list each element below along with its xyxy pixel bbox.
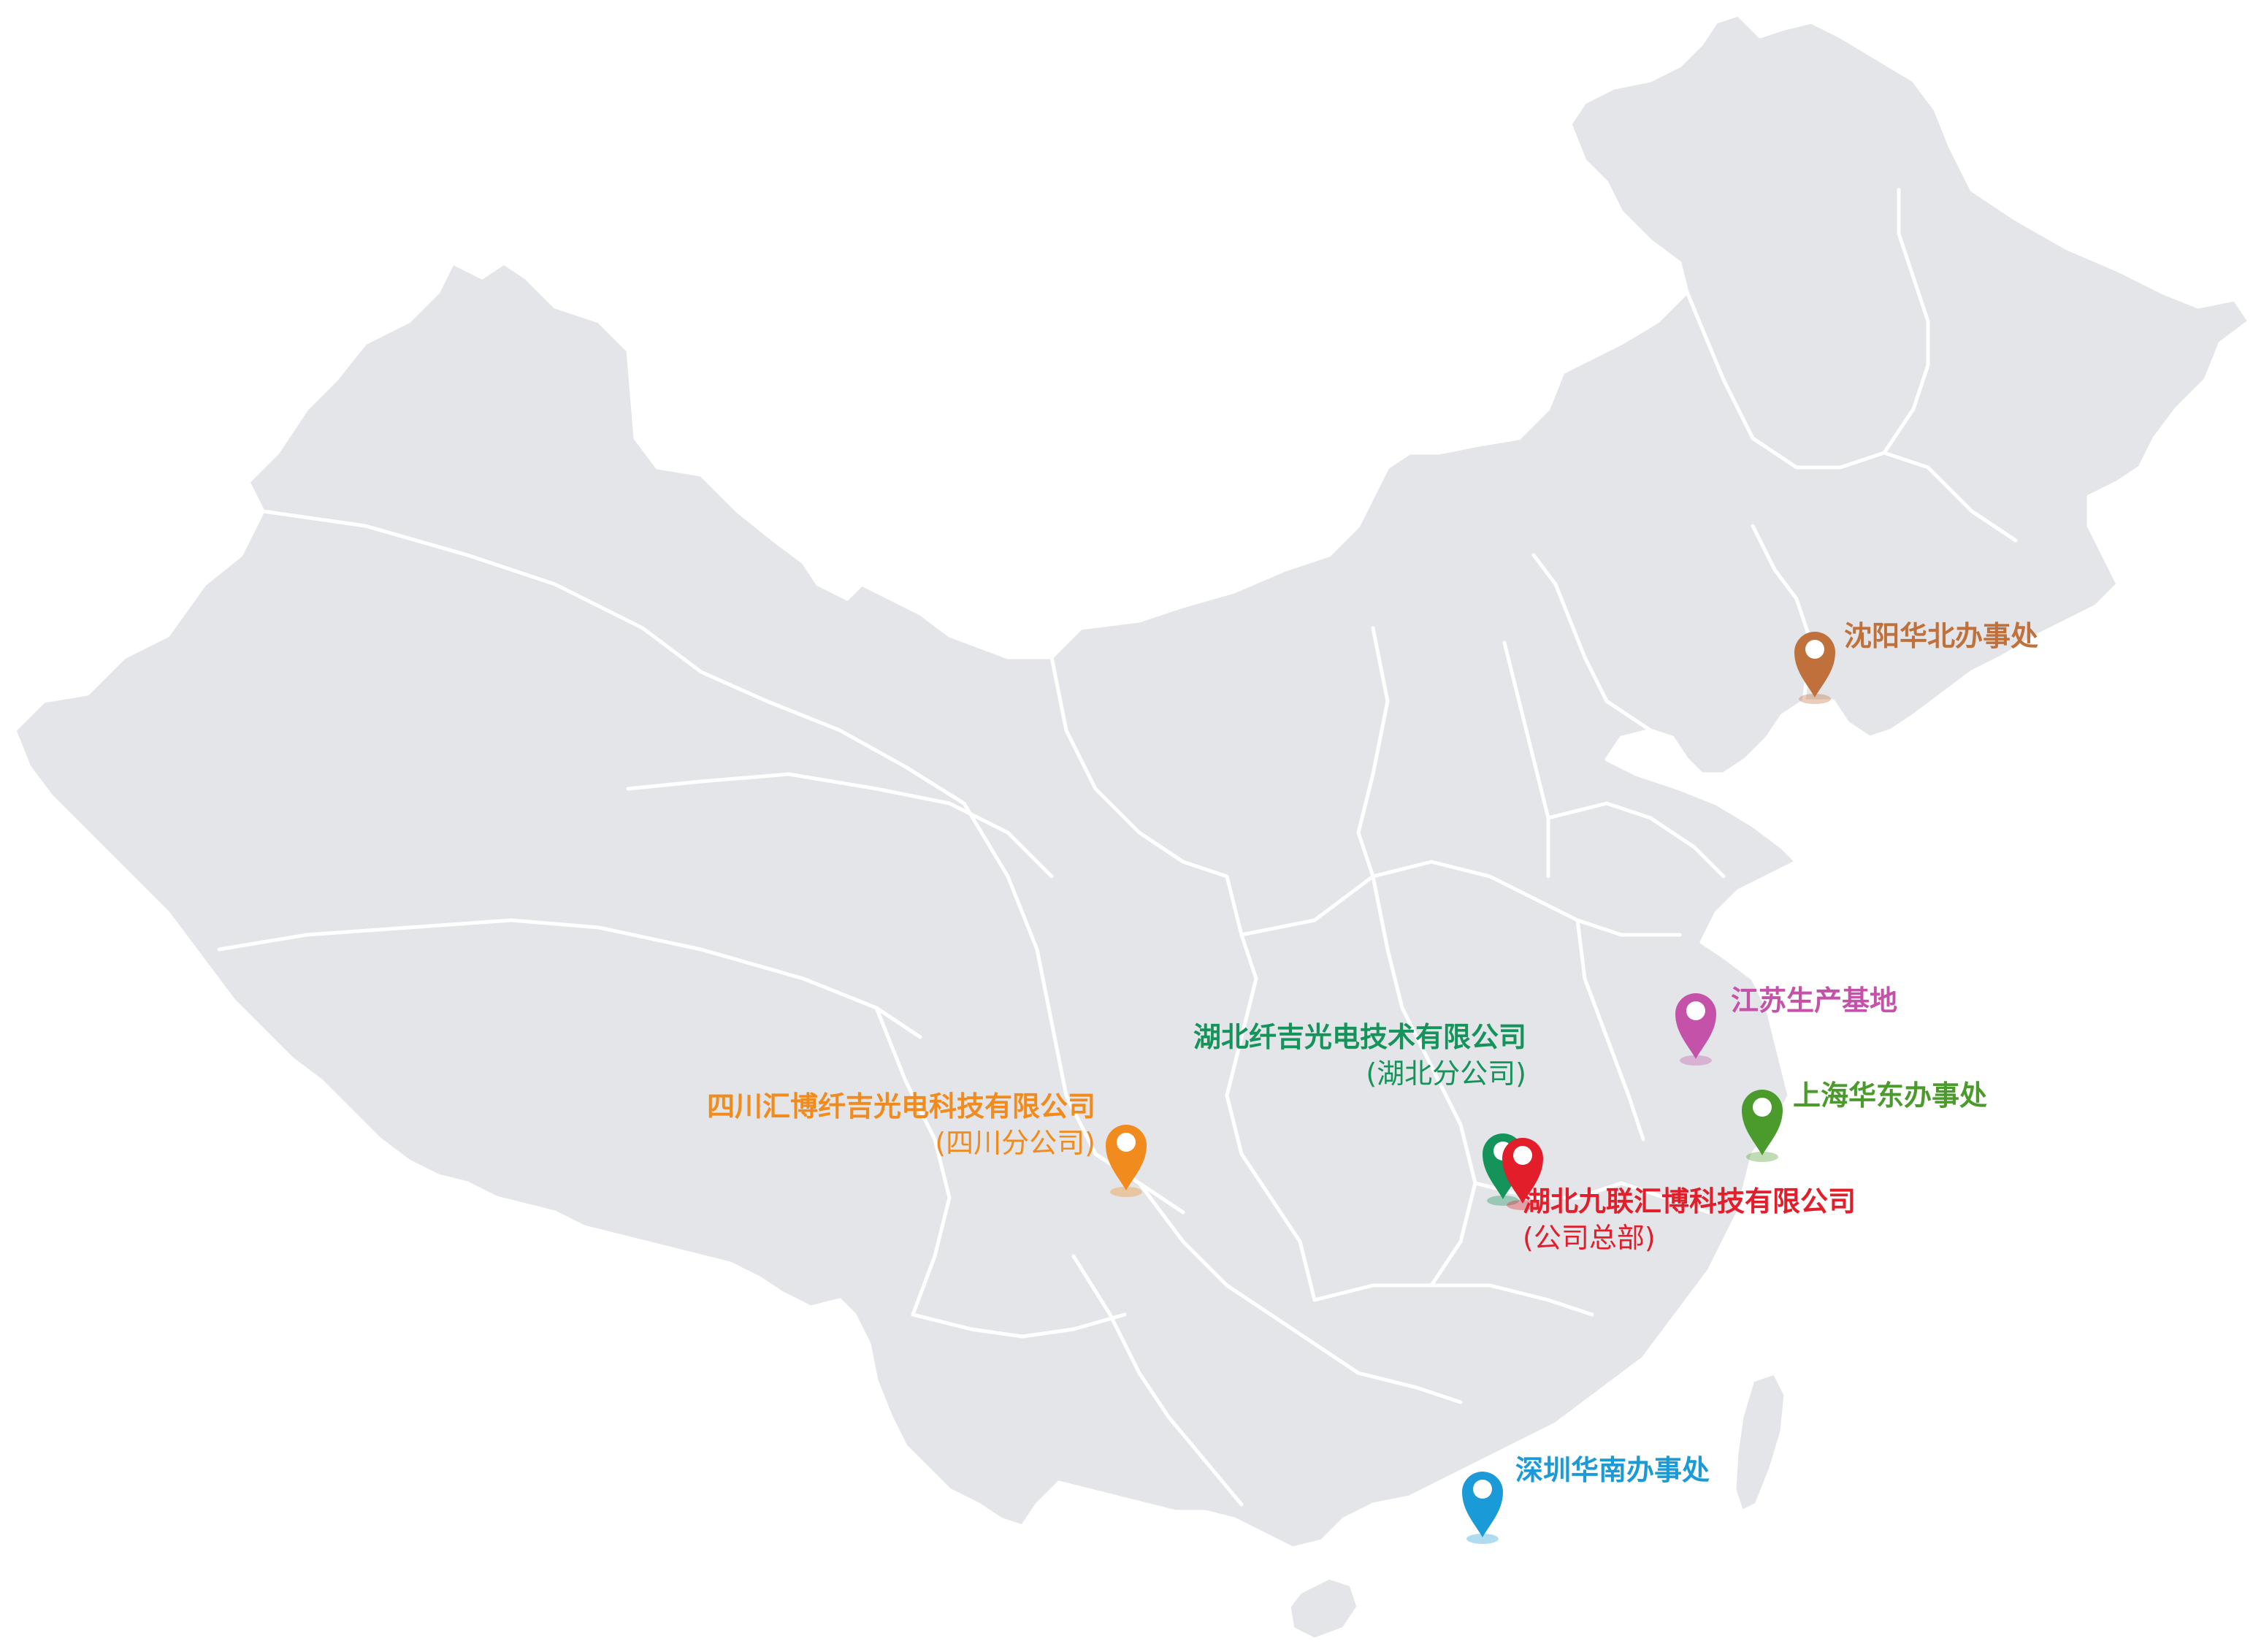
pin-shadow [1746, 1152, 1778, 1162]
label-jiangsu[interactable]: 江苏生产基地 [1731, 982, 1897, 1019]
pin-body [1106, 1125, 1147, 1190]
location-subtitle: (四川分公司) [935, 1127, 1095, 1159]
pin-body [1794, 632, 1835, 697]
pin-shadow [1507, 1200, 1539, 1210]
label-sichuan[interactable]: 四川汇博纤吉光电科技有限公司 (四川分公司) [650, 1088, 1095, 1161]
pin-center [1753, 1098, 1772, 1117]
pin-shadow [1487, 1196, 1519, 1206]
label-hubei-hq[interactable]: 湖北九联汇博科技有限公司 (公司总部) [1523, 1183, 1856, 1256]
location-name: 沈阳华北办事处 [1844, 620, 2039, 652]
location-pin-icon[interactable] [1794, 632, 1835, 704]
label-shanghai[interactable]: 上海华东办事处 [1793, 1077, 1987, 1114]
location-name: 湖北九联汇博科技有限公司 [1523, 1185, 1856, 1217]
label-shenyang[interactable]: 沈阳华北办事处 [1844, 618, 2038, 654]
location-subtitle: (公司总部) [1523, 1222, 1656, 1254]
taiwan-shape [1732, 1371, 1788, 1514]
location-pin-icon[interactable] [1742, 1090, 1783, 1162]
pin-center [1686, 1001, 1705, 1020]
mainland-shape [12, 12, 2252, 1550]
label-hubei-branch[interactable]: 湖北纤吉光电技术有限公司 (湖北分公司) [1154, 1019, 1526, 1092]
location-name: 深圳华南办事处 [1515, 1454, 1710, 1486]
pin-shadow [1466, 1534, 1499, 1544]
location-name: 上海华东办事处 [1793, 1079, 1988, 1112]
pin-body [1502, 1138, 1543, 1204]
location-pin-icon[interactable] [1675, 993, 1716, 1066]
location-name: 江苏生产基地 [1731, 984, 1898, 1017]
hainan-shape [1287, 1575, 1361, 1642]
pin-center [1473, 1480, 1492, 1499]
location-pin-icon[interactable] [1502, 1138, 1543, 1210]
location-subtitle: (湖北分公司) [1366, 1058, 1526, 1090]
pin-center [1805, 640, 1824, 659]
location-name: 四川汇博纤吉光电科技有限公司 [706, 1090, 1095, 1123]
pin-body [1462, 1472, 1503, 1537]
location-name: 湖北纤吉光电技术有限公司 [1193, 1021, 1526, 1053]
location-pin-icon[interactable] [1462, 1472, 1503, 1544]
label-shenzhen[interactable]: 深圳华南办事处 [1515, 1452, 1710, 1488]
pin-body [1742, 1090, 1783, 1155]
pin-body [1675, 993, 1716, 1059]
pin-center [1117, 1133, 1136, 1152]
pin-center [1513, 1146, 1532, 1165]
pin-shadow [1110, 1187, 1142, 1197]
location-pin-icon[interactable] [1106, 1125, 1147, 1197]
pin-shadow [1680, 1055, 1712, 1066]
pin-shadow [1799, 694, 1831, 704]
